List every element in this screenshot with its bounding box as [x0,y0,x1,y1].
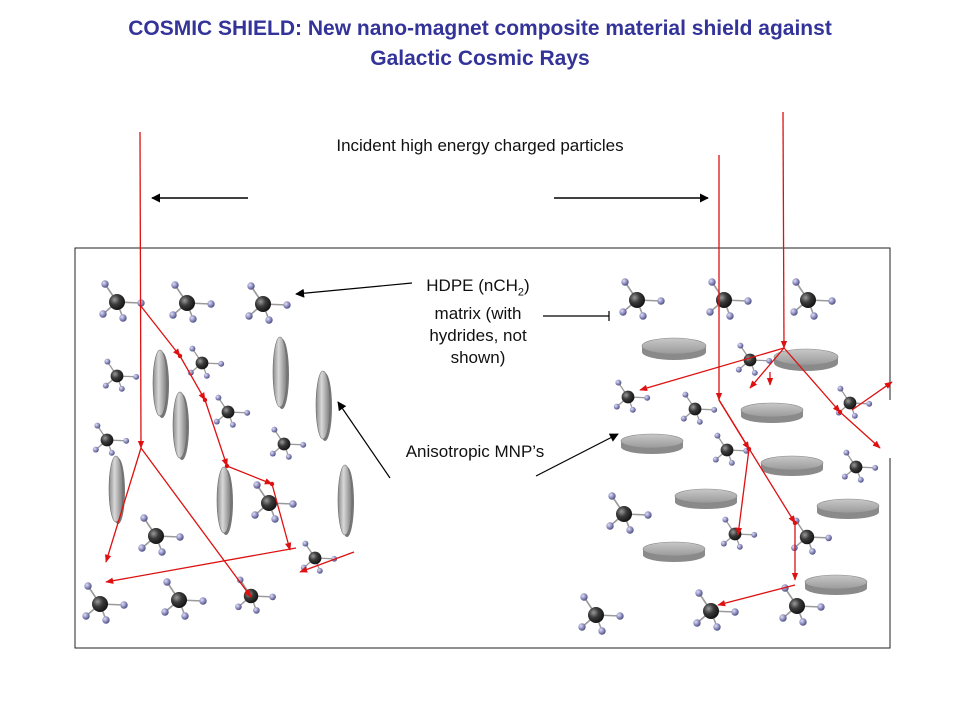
mnp-label: Anisotropic MNP’s [380,441,570,463]
title-line-2: Galactic Cosmic Rays [370,47,590,70]
methane-molecule [235,576,276,614]
title-line-1: COSMIC SHIELD: New nano-magnet composite… [128,17,832,40]
cascade-track-right-1 [718,399,752,536]
mnp-pointer-right [535,433,619,477]
methane-molecule [706,278,752,320]
platelet-nanoparticle [760,455,824,476]
methane-molecule [619,278,665,320]
platelet-nanoparticle [620,433,684,454]
methane-molecule [245,282,291,324]
shield-edge-gap [886,400,896,458]
elongated-nanoparticle [108,455,125,524]
elongated-nanoparticle [337,464,354,537]
methane-molecule [138,514,184,556]
methane-molecule [102,358,140,392]
methane-molecule [578,593,624,635]
methane-molecule [779,584,825,626]
scatter-track-left [105,547,297,584]
hdpe-pointer-left [295,282,413,298]
methane-molecule [841,449,879,483]
methane-molecule [269,426,307,460]
hdpe-line-4: shown) [450,348,506,368]
incident-track-right-2 [780,111,788,349]
methane-molecule [251,481,297,523]
escape-track-right [851,381,893,411]
elongated-nanoparticle [152,349,169,418]
hdpe-text-close: ) [524,276,530,295]
methane-molecule [187,345,225,379]
scatter-track-left-2 [299,551,355,573]
deflected-track-5 [783,347,881,449]
deflected-track-1 [105,447,142,563]
hdpe-label: HDPE (nCH2) matrix (with hydrides, not s… [398,275,558,369]
methane-molecule [92,422,130,456]
methane-molecule [169,281,215,323]
hdpe-subscript: 2 [517,286,525,299]
nanoparticle-layer [108,336,880,595]
molecule-layer [82,278,879,635]
deflected-track-3 [639,347,785,392]
deflected-track-4 [749,347,785,389]
platelet-nanoparticle [641,337,707,360]
hdpe-line-3: hydrides, not [429,326,527,346]
methane-molecule [300,540,338,574]
page-title: COSMIC SHIELD: New nano-magnet composite… [0,14,960,74]
incident-text: Incident high energy charged particles [336,136,624,155]
incident-particles-label: Incident high energy charged particles [270,135,690,157]
methane-molecule [680,391,718,425]
platelet-nanoparticle [773,348,839,371]
methane-molecule [99,280,145,322]
elongated-nanoparticle [216,466,233,535]
platelet-nanoparticle [674,488,738,509]
methane-molecule [693,589,739,631]
scatter-track-right [717,584,796,607]
methane-molecule [735,342,773,376]
methane-molecule [161,578,207,620]
mnp-pointer-left [337,401,391,479]
hdpe-line-2: matrix (with [434,304,522,324]
platelet-nanoparticle [642,541,706,562]
methane-molecule [712,432,750,466]
cascade-track-right-2 [718,399,799,581]
methane-molecule [213,394,251,428]
platelet-nanoparticle [804,574,868,595]
methane-molecule [82,582,128,624]
mnp-text: Anisotropic MNP’s [405,442,545,461]
deflected-track-2 [140,447,252,598]
hdpe-line-1: HDPE (nCH2) [398,275,558,303]
elongated-nanoparticle [272,336,289,409]
methane-molecule [790,278,836,320]
methane-molecule [613,379,651,413]
platelet-nanoparticle [816,498,880,519]
elongated-nanoparticle [315,370,332,441]
methane-molecule [720,516,758,550]
particle-track-layer [105,111,893,607]
incident-track-left [137,131,145,449]
hdpe-text: HDPE (nCH [426,276,518,295]
methane-molecule [606,492,652,534]
elongated-nanoparticle [172,391,189,460]
cascade-track-left [139,304,292,551]
platelet-nanoparticle [740,402,804,423]
